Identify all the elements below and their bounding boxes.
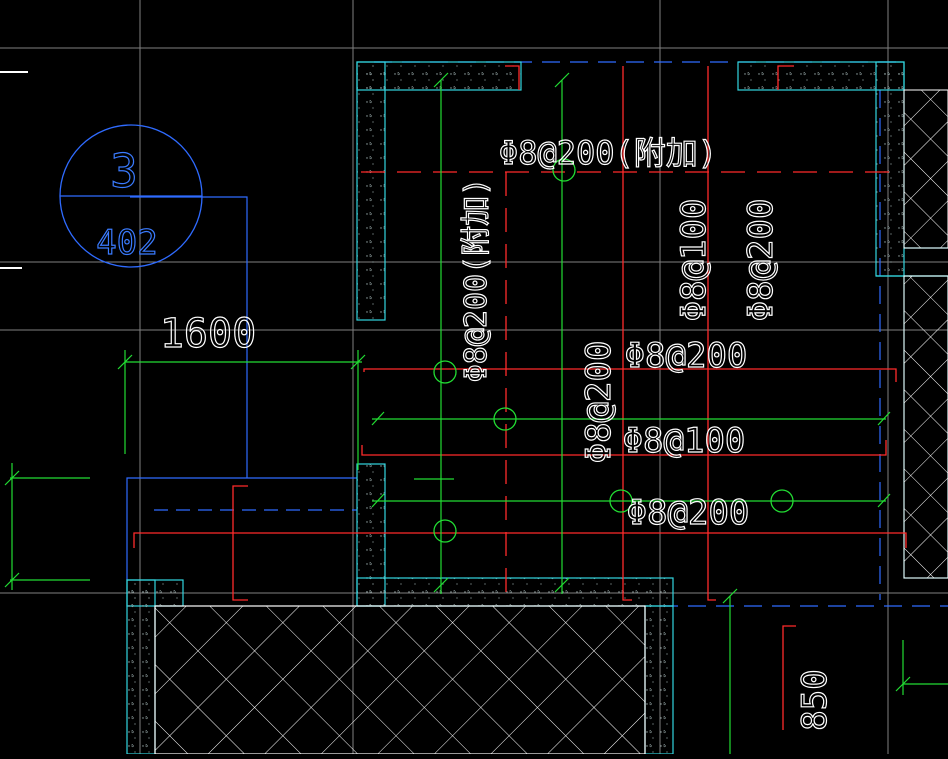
rebar-label-vertical-mid: Φ8@100	[674, 199, 714, 322]
dimension-ticks	[4, 72, 911, 692]
green-rebar-lines	[10, 80, 948, 754]
rebar-label-horizontal-2: Φ8@100	[623, 421, 746, 461]
grid-ticks	[0, 71, 28, 269]
rebar-label-vertical-right: Φ8@200	[741, 199, 781, 322]
rebar-label-vertical-lower: Φ8@200	[579, 341, 619, 464]
detail-reference-bubble[interactable]: 3 402	[59, 124, 203, 268]
dimension-label-1600: 1600	[160, 311, 256, 357]
rebar-label-horizontal-1: Φ8@200	[625, 336, 748, 376]
rebar-section-circles	[433, 158, 794, 543]
rebar-label-top-additional: Φ8@200(附加)	[499, 134, 717, 172]
rebar-label-vertical-additional: Φ8@200(附加)	[459, 178, 494, 383]
concrete-walls	[126, 61, 948, 755]
detail-number: 3	[110, 144, 138, 198]
detail-sheet-number: 402	[96, 223, 157, 263]
dimension-label-850: 850	[795, 669, 835, 730]
red-rebar-lines	[133, 65, 907, 730]
rebar-label-horizontal-3: Φ8@200	[627, 493, 750, 533]
hatched-areas	[154, 89, 948, 755]
